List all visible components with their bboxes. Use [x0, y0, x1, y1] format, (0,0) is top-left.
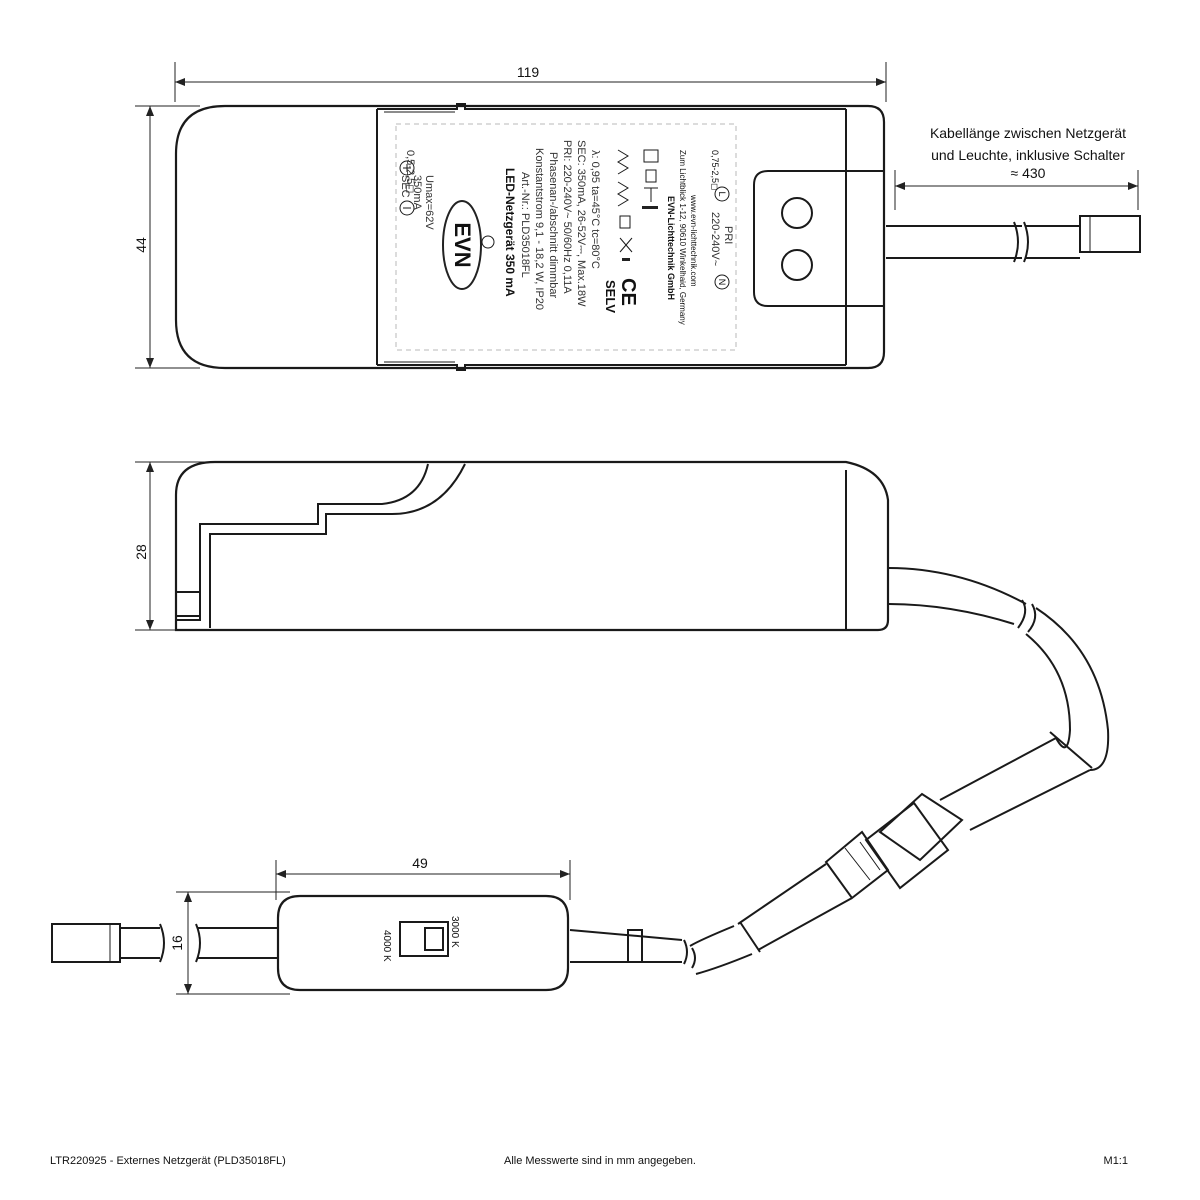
top-view: 119 44: [133, 62, 1141, 371]
dimension-switch-width-value: 16: [169, 935, 185, 951]
dimension-switch-length: 49: [275, 855, 571, 900]
switch-option-4000k: 4000 K: [381, 930, 392, 962]
dimension-switch-width: 16: [169, 891, 290, 995]
cable-note-line2: und Leuchte, inklusive Schalter: [931, 147, 1125, 163]
switch-housing: [276, 894, 570, 992]
inline-connector: [824, 792, 964, 900]
cert-mark-icon: [481, 235, 495, 249]
cct-slider-knob[interactable]: [424, 927, 444, 951]
label-line1: Konstantstrom 9,1 - 18,2 W, IP20: [533, 148, 545, 310]
logo-text: EVN: [450, 222, 475, 267]
label-line4: SEC: 350mA, 26-52V⎓, Max.18W: [575, 140, 587, 307]
label-line3: PRI: 220-240V~ 50/60Hz 0,11A: [561, 140, 573, 294]
driver-housing-top: [174, 104, 886, 370]
label-line2: Phasenan-/abschnitt dimmbar: [547, 152, 559, 298]
dimension-switch-length-value: 49: [412, 855, 428, 871]
label-web: www.evn-lichttechnik.com: [689, 194, 698, 287]
dimension-width-value: 44: [133, 237, 149, 253]
cable-to-switch: [569, 863, 853, 975]
footer: LTR220925 - Externes Netzgerät (PLD35018…: [50, 1155, 1128, 1167]
footer-right: M1:1: [1104, 1155, 1128, 1167]
side-view: 28: [133, 460, 1110, 831]
output-cable-side: [887, 567, 1110, 831]
cable-note-line3: ≈ 430: [1011, 165, 1046, 181]
label-sec-wire: 0,5-2,5◻: [404, 150, 416, 193]
label-terminal-n: N: [717, 279, 727, 286]
label-title: LED-Netzgerät 350 mA: [503, 168, 517, 297]
label-current: 350mA: [411, 175, 423, 211]
switch-option-3000k: 3000 K: [449, 916, 460, 948]
label-line5: λ: 0,95 ta=45°C tc=80°C: [589, 150, 601, 269]
label-selv: SELV: [603, 280, 618, 313]
label-ce: CE: [617, 278, 639, 306]
label-terminal-l: L: [717, 191, 727, 196]
output-cable-top: [886, 215, 1141, 263]
label-umax: Umax=62V: [423, 175, 435, 230]
dimension-height-value: 28: [133, 544, 149, 560]
terminal-l-icon: [714, 186, 730, 202]
driver-housing-side: [174, 460, 890, 632]
footer-center: Alle Messwerte sind in mm angegeben.: [504, 1155, 696, 1167]
minus-terminal-icon: [399, 200, 415, 216]
cct-slider[interactable]: [399, 921, 449, 957]
label-area: [395, 123, 737, 351]
label-pri-wire: 0,75-2,5◻: [710, 150, 720, 191]
evn-logo: EVN: [442, 200, 482, 290]
device-label-text: EVN SEC 350mA Umax=62V 0,5-2,5◻ LED-Netz…: [399, 140, 734, 325]
cct-switch: 49 16 3000 K 4000 K: [51, 855, 571, 995]
label-maker: EVN-Lichttechnik GmbH: [666, 196, 676, 300]
terminal-block: [753, 170, 884, 307]
label-article: Art.-Nr.: PLD35018FL: [519, 172, 531, 278]
dimension-length-value: 119: [517, 64, 540, 80]
label-sec: SEC: [399, 175, 411, 198]
label-pri: 220-240V~: [709, 212, 721, 266]
plus-terminal-icon: [399, 160, 415, 176]
terminal-n-icon: [714, 274, 730, 290]
footer-left: LTR220925 - Externes Netzgerät (PLD35018…: [50, 1155, 286, 1167]
label-pri-tag: PRI: [722, 226, 734, 244]
cable-note-line1: Kabellänge zwischen Netzgerät: [930, 125, 1126, 141]
dimension-length: 119: [174, 62, 887, 102]
label-address: Zum Lichtblick 1-12, 90610 Winkelhaid, G…: [678, 150, 687, 325]
dimension-width: 44: [133, 105, 200, 369]
certification-symbols: [617, 149, 659, 261]
cable-length-note: Kabellänge zwischen Netzgerät und Leucht…: [894, 125, 1139, 210]
dimension-height: 28: [133, 461, 215, 631]
input-cable-switch: [51, 923, 278, 963]
